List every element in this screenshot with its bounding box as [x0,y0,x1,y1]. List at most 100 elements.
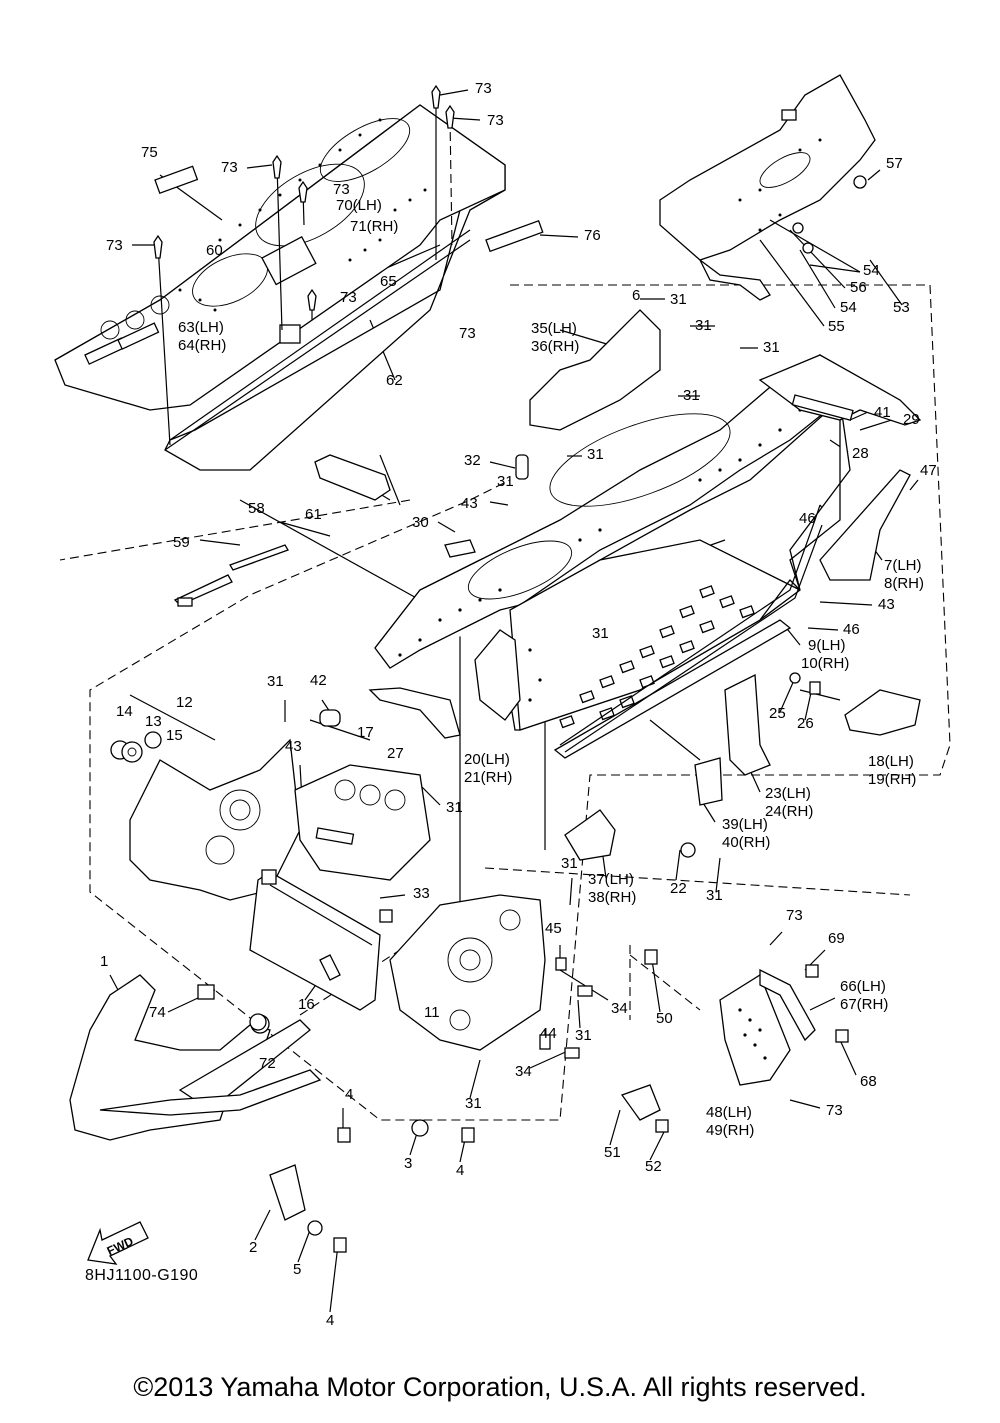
plate-23-24 [724,673,771,776]
callout-31g: 31 [592,625,609,642]
bracket-35-36 [529,309,661,431]
bolt-68 [835,1029,849,1043]
callout-60: 60 [206,242,223,259]
bolt-26 [809,681,821,695]
main-tunnel [374,354,851,759]
callout-73a: 73 [475,80,492,97]
bolt-69 [805,964,819,978]
callout-13: 13 [145,713,162,730]
callout-67: 67(RH) [840,996,888,1013]
callout-59: 59 [173,534,190,551]
callout-58: 58 [248,500,265,517]
callout-31a: 31 [670,291,687,308]
callout-61: 61 [305,506,322,523]
exploded-parts-diagram: FWD 123444567(LH)8(RH)9(LH)10(RH)1112131… [54,74,951,1329]
callout-23: 23(LH) [765,785,811,802]
callout-46b: 46 [843,621,860,638]
callout-70: 70(LH) [336,197,382,214]
callout-labels: 123444567(LH)8(RH)9(LH)10(RH)11121314151… [100,80,937,1329]
callout-9: 9(LH) [808,637,846,654]
callout-35: 35(LH) [531,320,577,337]
plate-37-38 [564,809,616,861]
brace-7-8 [819,469,911,581]
clip-44 [539,1034,551,1050]
callout-31m: 31 [465,1095,482,1112]
front-bulkhead-12 [110,731,301,901]
callout-31h: 31 [267,673,284,690]
callout-31c: 31 [763,339,780,356]
callout-40: 40(RH) [722,834,770,851]
pad-74 [197,984,215,1000]
callout-33: 33 [413,885,430,902]
callout-68: 68 [860,1073,877,1090]
diagram-code: 8HJ1100-G190 [85,1267,199,1284]
washer-5 [307,1220,323,1236]
callout-73g: 73 [459,325,476,342]
plate-61 [314,454,391,501]
callout-73f: 73 [340,289,357,306]
callout-72: 72 [259,1055,276,1072]
callout-73e: 73 [106,237,123,254]
bolt-50 [644,949,658,965]
callout-44: 44 [540,1025,557,1042]
callout-73b: 73 [487,112,504,129]
callout-1: 1 [100,953,108,970]
callout-11: 11 [424,1004,440,1021]
callout-17: 17 [357,724,374,741]
callout-18: 18(LH) [868,753,914,770]
callout-53: 53 [893,299,910,316]
washer-25 [789,672,801,684]
callout-8: 8(RH) [884,575,924,592]
bracket-20-21 [474,629,521,721]
rear-flap-assembly [659,74,876,301]
bolt-34b [564,1047,580,1059]
callout-14: 14 [116,703,133,720]
strap-41 [791,394,854,421]
callout-4a: 4 [345,1086,353,1103]
callout-19: 19(RH) [868,771,916,788]
callout-10: 10(RH) [801,655,849,672]
callout-31j: 31 [561,855,578,872]
bolt-52 [655,1119,669,1133]
front-frame-1 [69,974,322,1141]
bolt-33 [379,909,393,923]
bracket-22 [680,842,696,858]
callout-7: 7(LH) [884,557,922,574]
callout-69: 69 [828,930,845,947]
callout-48: 48(LH) [706,1104,752,1121]
callout-32: 32 [464,452,481,469]
cap-72 [249,1013,267,1031]
callout-31b: 31 [695,317,712,334]
callout-2: 2 [249,1239,257,1256]
callout-55: 55 [828,318,845,335]
callout-50: 50 [656,1010,673,1027]
callout-31i: 31 [446,799,463,816]
decal-76 [485,220,544,253]
callout-74: 74 [149,1004,166,1021]
cap-32 [515,454,529,480]
callout-4c: 4 [326,1312,334,1329]
clip-45 [555,957,567,971]
callout-31k: 31 [706,887,723,904]
bolt-4b [461,1127,475,1143]
callout-34a: 34 [611,1000,628,1017]
callout-73i: 73 [826,1102,843,1119]
callout-57: 57 [886,155,903,172]
callout-41: 41 [874,404,891,421]
clip-30 [444,539,476,558]
bracket-27 [368,687,461,739]
callout-5: 5 [293,1261,301,1278]
callout-49: 49(RH) [706,1122,754,1139]
strip-58 [229,544,289,571]
frame-plate-11 [389,894,546,1051]
panel-17 [294,764,431,881]
callout-42: 42 [310,672,327,689]
callout-31d: 31 [683,387,700,404]
callout-66: 66(LH) [840,978,886,995]
callout-31f: 31 [497,473,514,490]
callout-15: 15 [166,727,183,744]
bracket-2 [269,1164,306,1221]
callout-73c: 73 [221,159,238,176]
callout-24: 24(RH) [765,803,813,820]
callout-22: 22 [670,880,687,897]
